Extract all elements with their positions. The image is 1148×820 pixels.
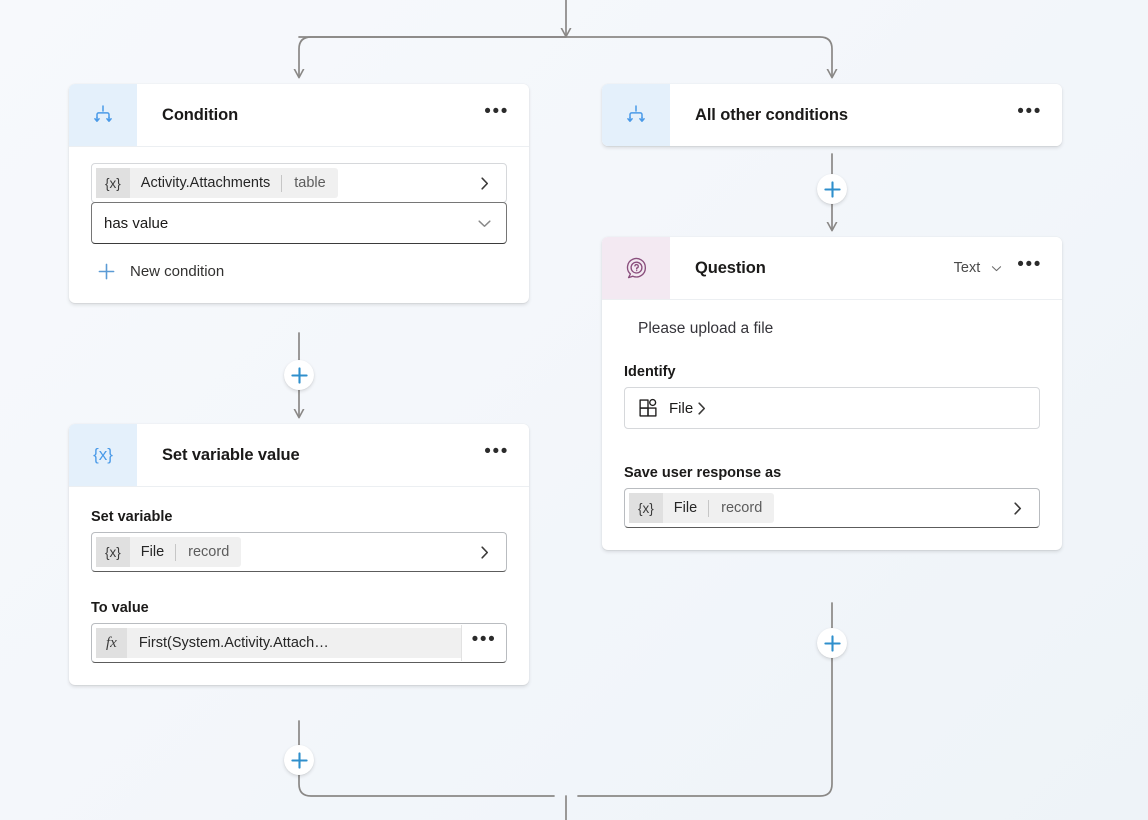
identify-label: Identify [624, 364, 676, 380]
question-type-value: Text [953, 260, 981, 276]
to-value-label: To value [91, 600, 149, 616]
identify-entity-field[interactable]: File [624, 387, 1040, 429]
pill-divider [708, 499, 710, 517]
chevron-right-icon[interactable] [693, 400, 710, 417]
set-variable-card-body: Set variable {x} File record To value fx… [69, 509, 529, 685]
condition-operator-dropdown[interactable]: has value [91, 202, 507, 244]
pill-divider [175, 543, 177, 561]
set-variable-label: Set variable [91, 509, 173, 525]
all-other-conditions-card-header[interactable]: All other conditions ••• [602, 84, 1062, 146]
plus-icon [823, 634, 841, 652]
condition-operator-value: has value [104, 214, 169, 232]
variable-name: File [140, 544, 165, 560]
variable-pill: {x} Activity.Attachments table [96, 168, 338, 198]
divider [602, 299, 1062, 300]
variable-type: record [721, 500, 763, 516]
fx-icon: fx [96, 628, 127, 658]
chevron-right-icon[interactable] [476, 544, 493, 561]
node-card-condition[interactable]: Condition ••• {x} Activity.Attachments t… [69, 84, 529, 303]
chevron-right-icon[interactable] [476, 175, 493, 192]
variable-chip-icon: {x} [96, 168, 130, 198]
divider [69, 486, 529, 487]
save-response-variable-field[interactable]: {x} File record [624, 488, 1040, 528]
add-node-after-question-button[interactable] [817, 628, 847, 658]
variable-chip-icon: {x} [96, 537, 130, 567]
set-variable-card-title: Set variable value [162, 445, 300, 464]
variable-chip-icon: {x} [629, 493, 663, 523]
add-node-after-set-variable-button[interactable] [284, 745, 314, 775]
set-variable-card-header[interactable]: {x} Set variable value ••• [69, 424, 529, 486]
divider [69, 146, 529, 147]
node-card-all-other-conditions[interactable]: All other conditions ••• [602, 84, 1062, 146]
set-variable-card-menu-button[interactable]: ••• [484, 441, 509, 462]
chevron-down-icon[interactable] [990, 262, 1003, 275]
new-condition-label: New condition [130, 263, 225, 280]
plus-icon [823, 180, 841, 198]
chevron-down-icon[interactable] [476, 215, 493, 232]
variable-name: Activity.Attachments [140, 175, 271, 191]
new-condition-button[interactable]: New condition [91, 262, 507, 281]
question-card-body: Please upload a file Identify File Save … [602, 300, 1062, 550]
variable-pill: {x} File record [629, 493, 775, 523]
variable-pill: {x} File record [96, 537, 242, 567]
all-other-conditions-card-title: All other conditions [695, 105, 848, 124]
to-value-expression: First(System.Activity.Attach… [126, 628, 461, 658]
save-response-label: Save user response as [624, 465, 782, 481]
variable-name: File [673, 500, 698, 516]
question-card-title: Question [695, 258, 766, 277]
node-card-question[interactable]: Question Text ••• Please upload a file I… [602, 237, 1062, 550]
condition-card-menu-button[interactable]: ••• [484, 101, 509, 122]
add-node-after-all-other-conditions-button[interactable] [817, 174, 847, 204]
to-value-menu-button[interactable]: ••• [461, 625, 506, 661]
add-node-after-condition-button[interactable] [284, 360, 314, 390]
variable-type: record [188, 544, 230, 560]
set-variable-field[interactable]: {x} File record [91, 532, 507, 572]
question-prompt-text[interactable]: Please upload a file [638, 320, 774, 337]
pill-divider [281, 174, 283, 192]
condition-branch-icon [69, 84, 137, 146]
condition-card-title: Condition [162, 105, 239, 124]
question-bubble-icon [602, 237, 670, 299]
all-other-conditions-card-menu-button[interactable]: ••• [1017, 101, 1042, 122]
question-card-header[interactable]: Question Text ••• [602, 237, 1062, 299]
node-card-set-variable-value[interactable]: {x} Set variable value ••• Set variable … [69, 424, 529, 685]
variable-type: table [294, 175, 326, 191]
condition-card-header[interactable]: Condition ••• [69, 84, 529, 146]
plus-icon [290, 366, 308, 384]
condition-branch-icon [602, 84, 670, 146]
to-value-expression-field[interactable]: fx First(System.Activity.Attach… ••• [91, 623, 507, 663]
identify-entity-value: File [669, 399, 694, 417]
entity-shapes-icon [639, 398, 657, 417]
plus-icon [98, 263, 115, 280]
chevron-right-icon[interactable] [1009, 500, 1026, 517]
plus-icon [290, 751, 308, 769]
condition-variable-field[interactable]: {x} Activity.Attachments table [91, 163, 507, 203]
variable-glyph: {x} [93, 445, 113, 464]
variable-icon: {x} [69, 424, 137, 486]
condition-card-body: {x} Activity.Attachments table has value [69, 163, 529, 303]
question-card-menu-button[interactable]: ••• [1017, 254, 1042, 275]
